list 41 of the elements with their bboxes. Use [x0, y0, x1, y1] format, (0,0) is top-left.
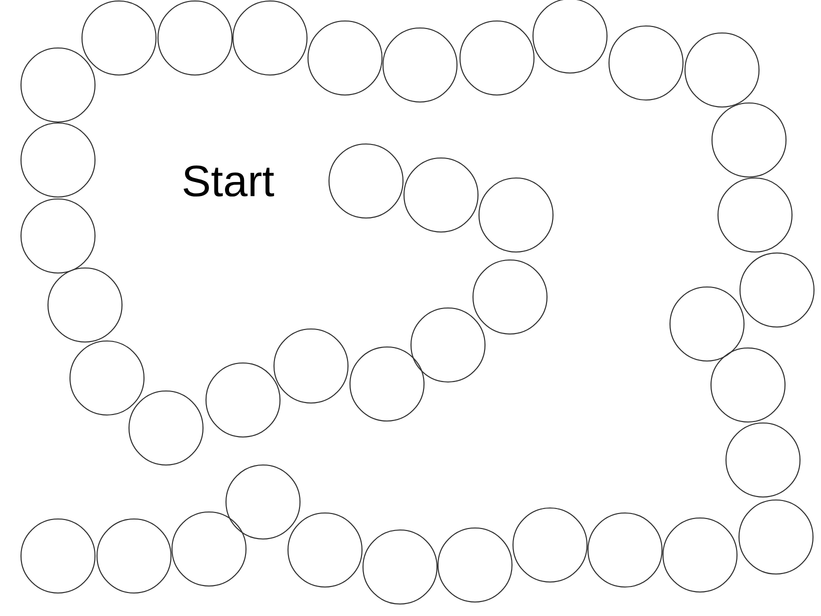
board-space	[20, 122, 96, 198]
board-space	[69, 340, 145, 416]
board-space	[328, 143, 404, 219]
board-space	[20, 518, 96, 594]
board-space	[225, 464, 301, 540]
board-space	[307, 20, 383, 96]
board-space	[669, 286, 745, 362]
board-space	[711, 102, 787, 178]
board-space	[287, 512, 363, 588]
board-space	[362, 529, 438, 605]
board-space	[232, 0, 308, 76]
board-space	[20, 47, 96, 123]
board-space	[349, 346, 425, 422]
board-space	[725, 422, 801, 498]
board-space	[205, 362, 281, 438]
board-space	[587, 512, 663, 588]
board-space	[410, 307, 486, 383]
board-space	[128, 390, 204, 466]
board-space	[684, 32, 760, 108]
board-space	[437, 527, 513, 603]
board-space	[81, 0, 157, 76]
start-label: Start	[184, 165, 274, 197]
board-space	[710, 347, 786, 423]
board-space	[738, 499, 814, 575]
board-space	[403, 157, 479, 233]
board-space	[459, 20, 535, 96]
board-space	[47, 267, 123, 343]
board-space	[608, 25, 684, 101]
board-space	[20, 198, 96, 274]
board-space	[273, 328, 349, 404]
board-space	[157, 0, 233, 76]
board-space	[739, 252, 815, 328]
board-space	[717, 177, 793, 253]
board-space	[512, 507, 588, 583]
board-space	[382, 27, 458, 103]
board-space	[472, 259, 548, 335]
board-space	[532, 0, 608, 74]
board-space	[96, 518, 172, 594]
board-space	[662, 517, 738, 593]
board-space	[478, 177, 554, 253]
board-space	[171, 511, 247, 587]
